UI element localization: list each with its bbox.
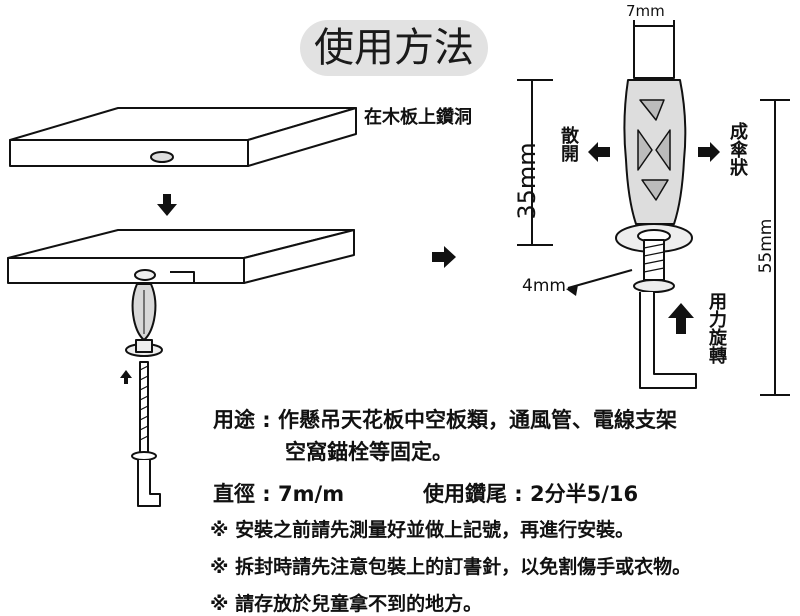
label-spread-open: 散開	[558, 126, 579, 162]
dimension-lines	[517, 20, 790, 396]
drill-bit-value: 2分半5/16	[530, 482, 639, 506]
dimension-4mm: 4mm	[522, 276, 566, 296]
note-3: ※ 請存放於兒童拿不到的地方。	[210, 593, 483, 615]
usage-label: 用途	[213, 408, 255, 432]
dimension-35mm: 35mm	[513, 142, 541, 220]
drill-bit-row: 使用鑽尾 : 2分半5/16	[423, 482, 639, 506]
dimension-7mm: 7mm	[626, 2, 665, 20]
diameter-label: 直徑	[213, 482, 255, 506]
arrow-right-icon	[432, 246, 456, 268]
label-umbrella-shape: 成傘狀	[727, 122, 748, 176]
drilled-hole	[150, 151, 174, 163]
wood-board-top	[9, 107, 357, 167]
arrow-left-icon	[588, 142, 610, 162]
arrow-right-icon	[698, 142, 720, 162]
dimension-55mm: 55mm	[756, 218, 776, 274]
note-1: ※ 安裝之前請先測量好並做上記號，再進行安裝。	[210, 519, 635, 541]
wood-board-with-anchor	[7, 229, 355, 284]
diameter-row: 直徑 : 7m/m	[213, 482, 345, 506]
usage-text-2: 空窩錨栓等固定。	[285, 440, 453, 464]
anchor-in-board	[125, 269, 195, 357]
note-2: ※ 拆封時請先注意包裝上的訂書針，以免割傷手或衣物。	[210, 556, 692, 578]
diameter-value: 7m/m	[278, 482, 345, 506]
screw-hook	[131, 361, 161, 507]
usage-line-1: 用途 : 作懸吊天花板中空板類，通風管、電線支架	[213, 408, 678, 432]
page-title: 使用方法	[300, 20, 488, 76]
drill-bit-label: 使用鑽尾	[423, 482, 507, 506]
arrow-down-icon	[157, 194, 177, 216]
usage-text-1: 作懸吊天花板中空板類，通風管、電線支架	[278, 408, 678, 432]
label-drill-hole: 在木板上鑽洞	[364, 107, 472, 128]
arrow-up-icon	[668, 303, 694, 334]
arrow-left-icon	[566, 285, 578, 296]
arrow-up-icon	[120, 370, 132, 384]
anchor-detail	[615, 25, 697, 389]
label-rotate: 用力旋轉	[706, 292, 727, 364]
